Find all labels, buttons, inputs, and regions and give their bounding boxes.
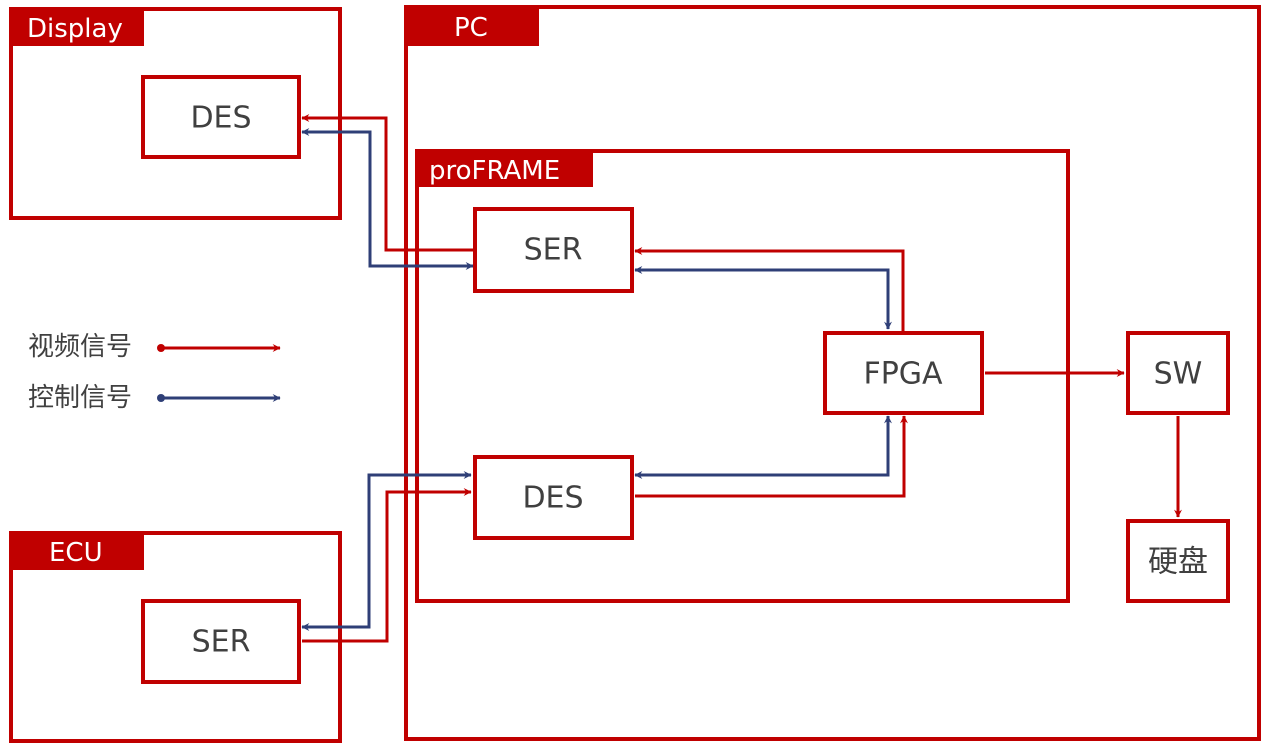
disk-box [1126, 519, 1230, 603]
wire-video-des-to-fpga [635, 415, 908, 498]
ecu-container: ECU [9, 531, 342, 743]
fpga-label: FPGA [863, 357, 943, 392]
display-des-label: DES [190, 101, 251, 136]
display-container: Display [9, 7, 342, 220]
wire-control-display-des-ser [301, 128, 474, 270]
wire-control-des-fpga [634, 415, 892, 479]
wire-video-fpga-to-ser [634, 247, 905, 331]
display-label: Display [27, 14, 123, 44]
proframe-des-box [473, 455, 634, 540]
wire-control-fpga-ser [634, 266, 892, 330]
fpga-box [823, 331, 984, 415]
proframe-label: proFRAME [429, 156, 560, 186]
pc-frame [404, 5, 1261, 741]
sw-label: SW [1154, 357, 1203, 392]
node-sw: SW [1126, 331, 1230, 415]
ecu-label: ECU [49, 538, 103, 568]
node-ecu-ser: SER [141, 599, 301, 684]
node-proframe-des: DES [473, 455, 634, 540]
proframe-ser-label: SER [524, 233, 583, 268]
proframe-des-label: DES [522, 481, 583, 516]
node-fpga: FPGA [823, 331, 984, 415]
ecu-ser-box [141, 599, 301, 684]
node-proframe-ser: SER [473, 207, 634, 293]
proframe-frame [415, 149, 1070, 603]
connections [301, 114, 1182, 643]
pc-label: PC [454, 13, 488, 43]
wire-video-ecu-ser-to-des [302, 488, 472, 643]
legend-control-label: 控制信号 [28, 383, 132, 413]
node-disk: 硬盘 [1126, 519, 1230, 603]
ecu-tab [10, 531, 144, 570]
legend-video-label: 视频信号 [28, 332, 132, 362]
ecu-frame [9, 531, 342, 743]
disk-label: 硬盘 [1148, 545, 1208, 580]
ecu-ser-label: SER [192, 625, 251, 660]
display-des-box [141, 75, 301, 159]
display-tab [10, 7, 144, 46]
legend: 视频信号 控制信号 [28, 332, 281, 413]
node-display-des: DES [141, 75, 301, 159]
legend-item-control: 控制信号 [28, 383, 281, 413]
proframe-ser-box [473, 207, 634, 293]
wire-control-des-ecu-ser [301, 471, 472, 631]
pc-container: PC [404, 5, 1261, 741]
display-frame [9, 7, 342, 220]
legend-item-video: 视频信号 [28, 332, 281, 362]
sw-box [1126, 331, 1230, 415]
pc-tab [405, 5, 539, 46]
